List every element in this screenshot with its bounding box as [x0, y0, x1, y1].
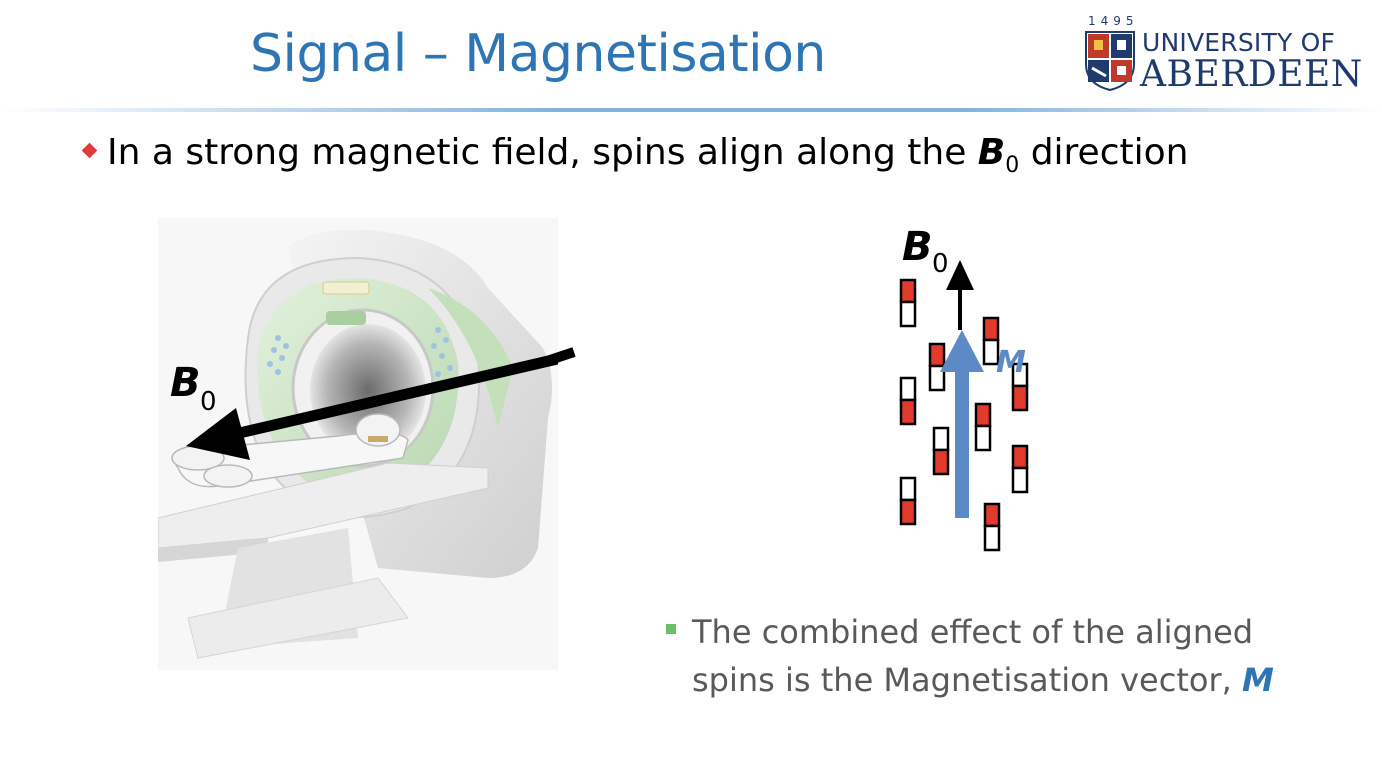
crest-icon — [1085, 31, 1135, 92]
bullet2-text-block: The combined effect of the aligned spins… — [692, 608, 1312, 704]
green-square-bullet-icon — [666, 624, 676, 634]
logo-line-university-of: UNIVERSITY OF — [1142, 28, 1336, 57]
university-logo: 1495 UNIVERSITY OF ABERDEEN — [1082, 14, 1367, 95]
bullet1-text-after: direction — [1019, 132, 1189, 173]
scanner-b0-label: B — [170, 360, 201, 406]
bullet2-vector-m: M — [1241, 661, 1274, 699]
spin-alignment-diagram: B 0 M — [899, 224, 1029, 552]
scanner-b0-subscript: 0 — [200, 387, 217, 417]
spin-b0-label: B — [902, 224, 933, 270]
mri-scanner-illustration: B 0 — [158, 218, 558, 670]
magnetisation-m-label: M — [996, 345, 1026, 380]
spin-b0-subscript: 0 — [932, 249, 949, 279]
slide-title: Signal – Magnetisation — [250, 24, 826, 84]
logo-year: 1495 — [1088, 14, 1139, 28]
bullet-field-alignment: In a strong magnetic field, spins align … — [81, 132, 1189, 178]
bullet1-b-subscript: 0 — [1005, 153, 1020, 179]
bullet1-text-before: In a strong magnetic field, spins align … — [107, 132, 978, 173]
title-divider — [0, 108, 1382, 112]
bullet2-text: The combined effect of the aligned spins… — [692, 613, 1254, 699]
scanner-field-arrow-tail — [542, 347, 576, 367]
bullet1-b-letter: B — [977, 132, 1006, 173]
red-diamond-bullet-icon — [81, 142, 98, 158]
bullet1-b0-symbol: B0 — [977, 132, 1019, 178]
logo-line-aberdeen: ABERDEEN — [1140, 54, 1363, 95]
